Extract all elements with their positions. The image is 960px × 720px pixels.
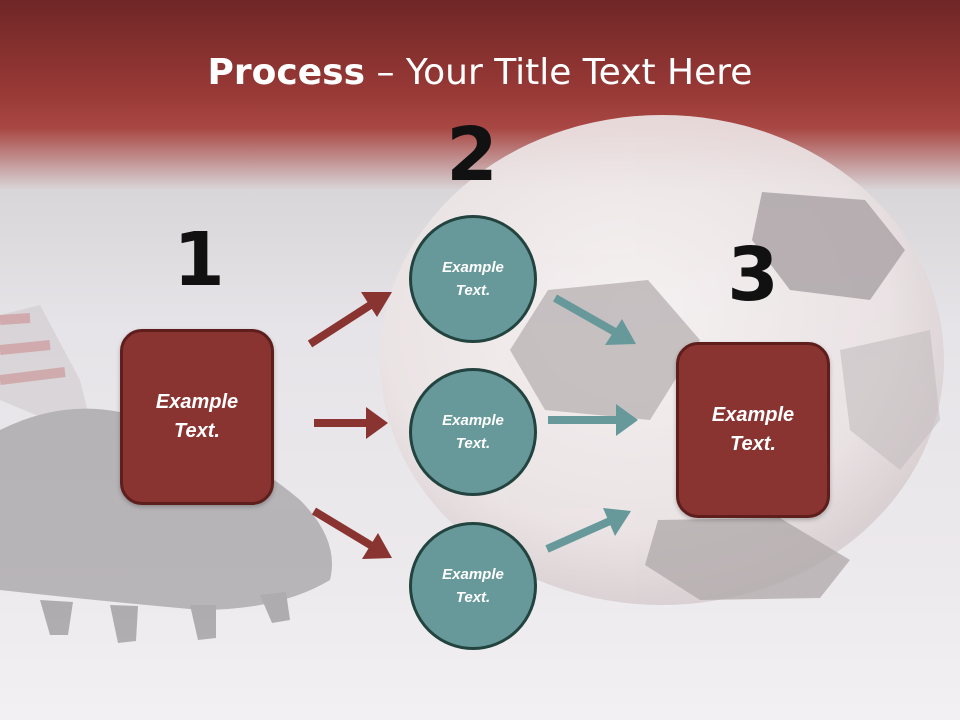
step-1-label: Example Text. [155, 391, 239, 442]
title-rest: – Your Title Text Here [365, 52, 753, 93]
step-2-label-bottom: Example Text. [442, 566, 504, 606]
step-number-1: 1 [173, 217, 225, 303]
step-1-box: Example Text. [120, 329, 274, 505]
step-2-label-top: Example Text. [442, 259, 504, 299]
arrow-1-to-2-bottom [311, 507, 392, 559]
step-number-2: 2 [446, 112, 498, 198]
step-2-circle-bottom: Example Text. [409, 522, 537, 650]
cleat-image [0, 305, 332, 643]
step-3-box: Example Text. [676, 342, 830, 518]
slide-title: Process – Your Title Text Here [0, 52, 960, 93]
arrow-2-top-to-3 [553, 294, 636, 345]
step-number-3: 3 [727, 232, 779, 318]
arrow-2-middle-to-3 [548, 404, 638, 436]
step-2-label-middle: Example Text. [442, 412, 504, 452]
step-3-label: Example Text. [711, 404, 795, 455]
arrow-1-to-2-top [307, 292, 392, 348]
step-2-circle-top: Example Text. [409, 215, 537, 343]
arrow-2-bottom-to-3 [545, 508, 631, 553]
title-bold: Process [207, 52, 366, 93]
arrow-1-to-2-middle [314, 407, 388, 439]
step-2-circle-middle: Example Text. [409, 368, 537, 496]
